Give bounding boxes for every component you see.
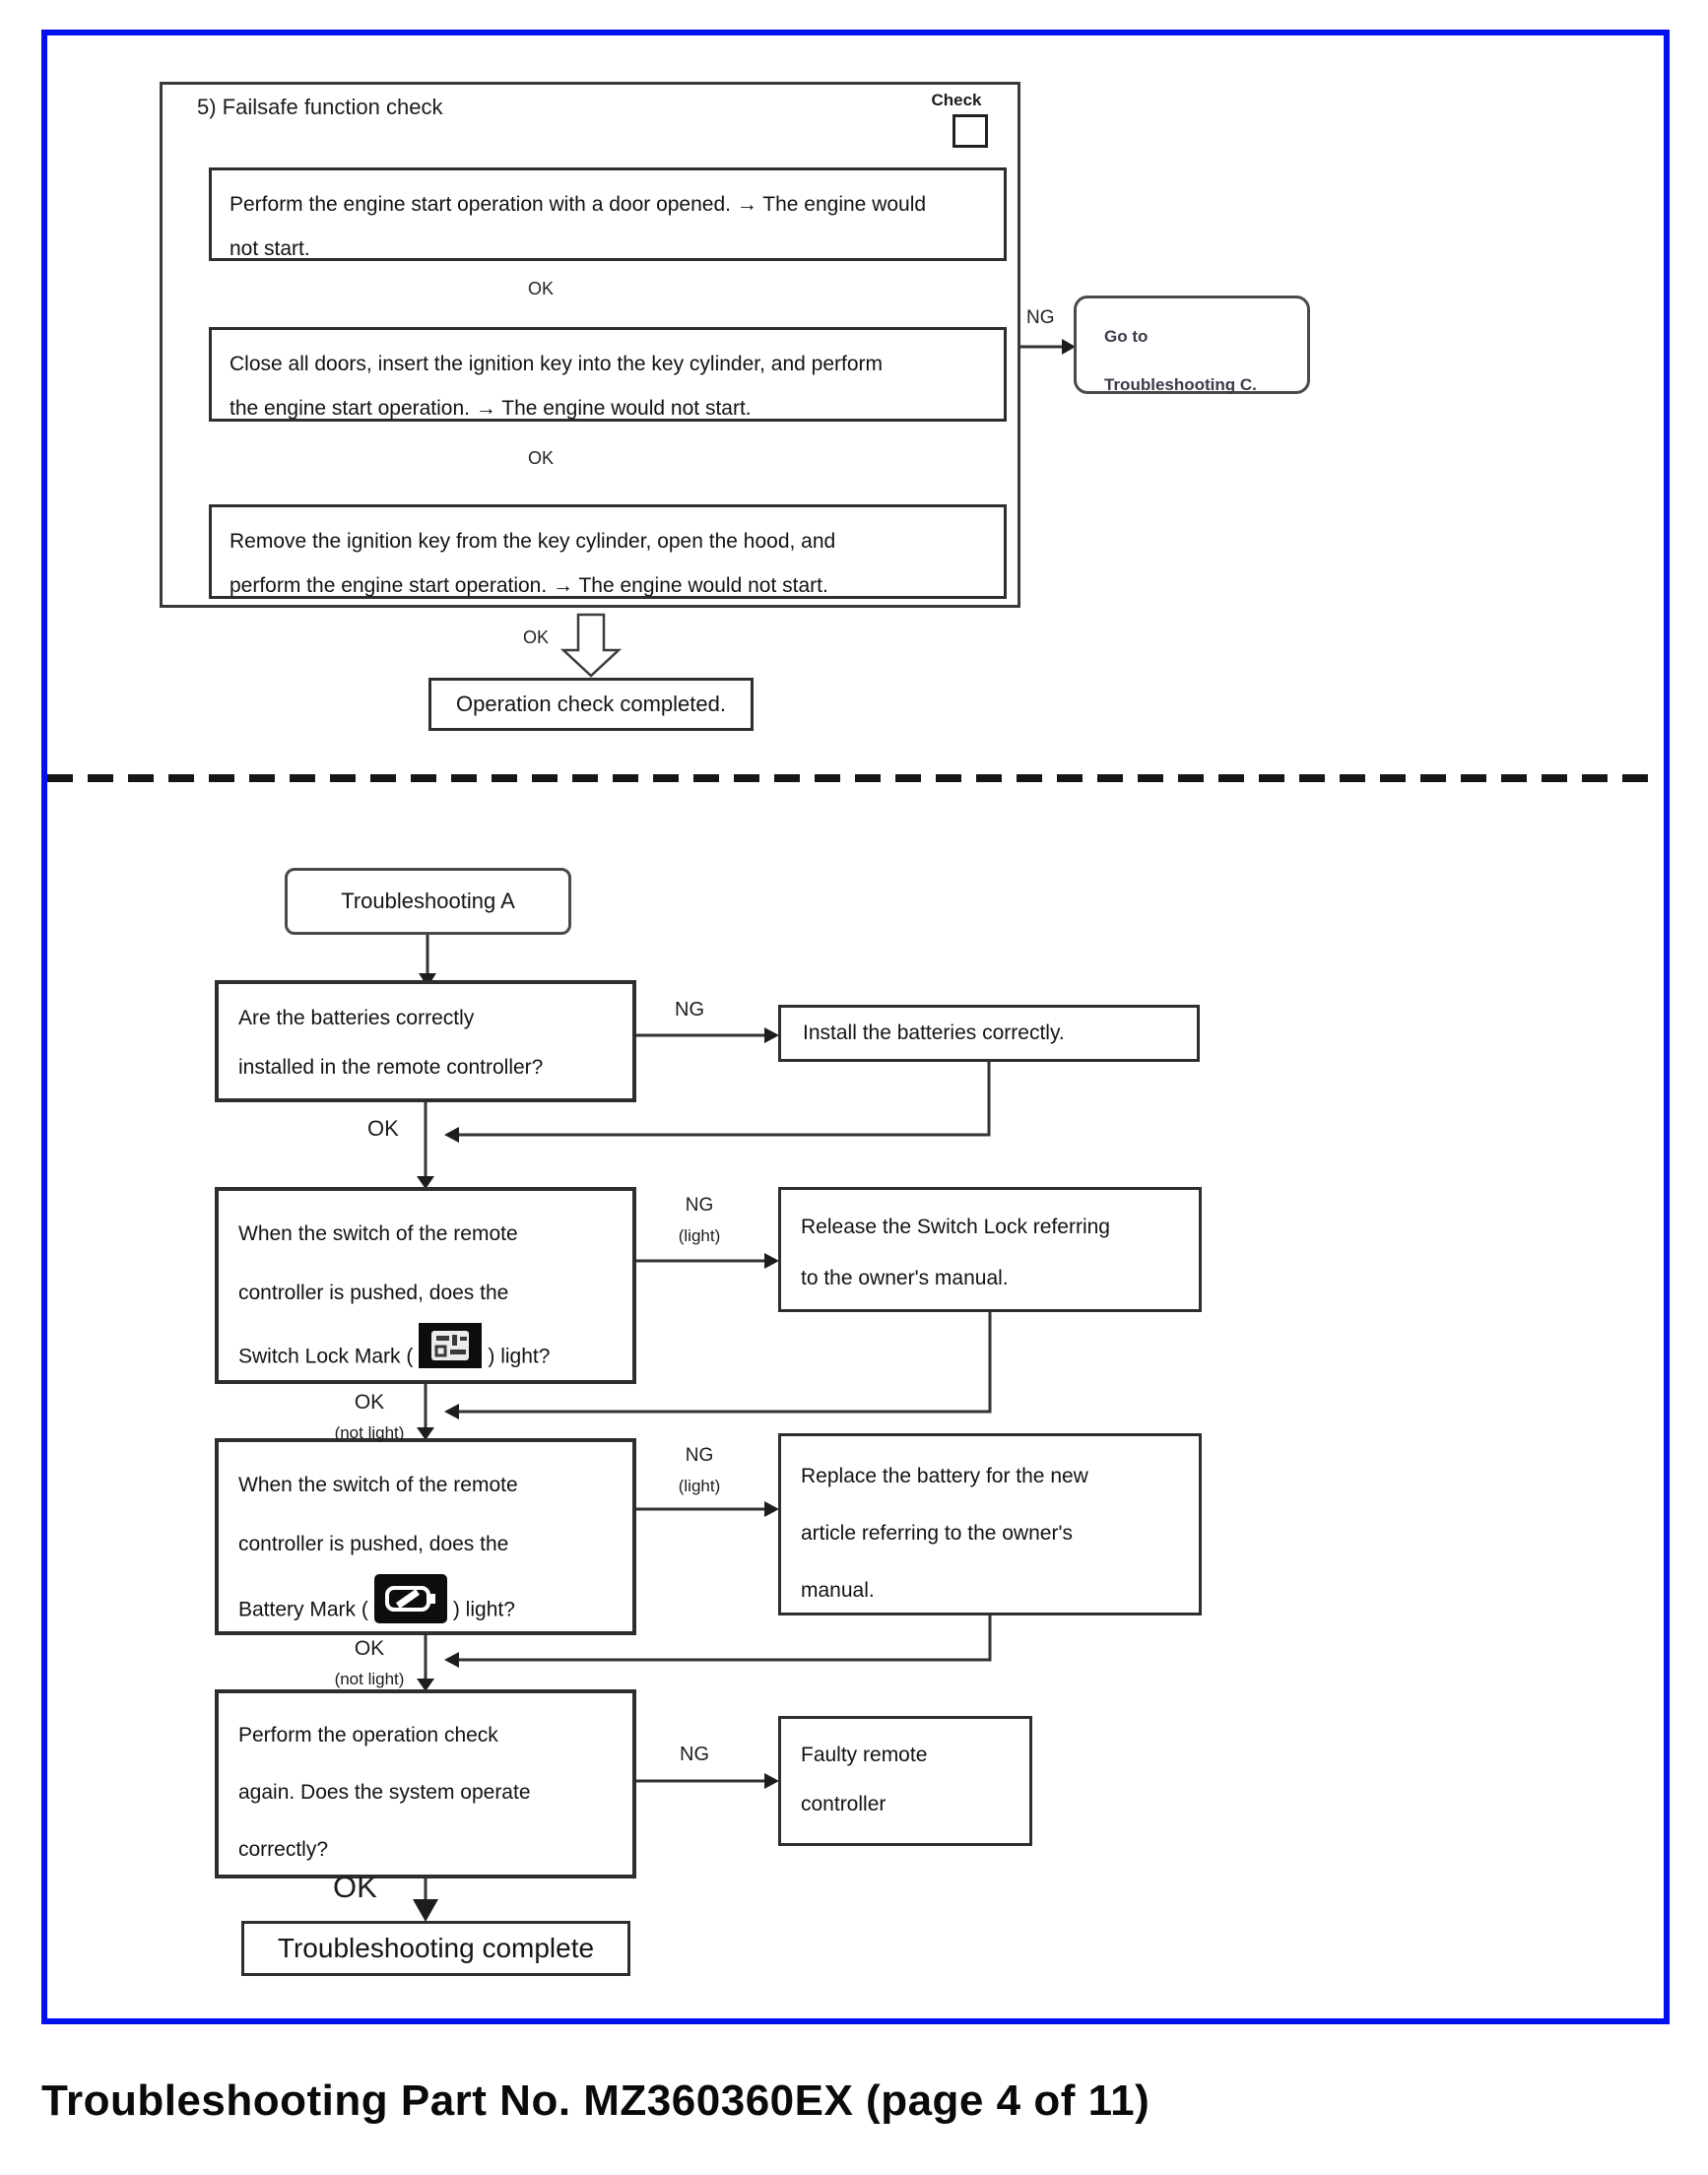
d3-ok-text: OK	[354, 1637, 385, 1660]
switch-lock-mark-icon	[419, 1323, 483, 1392]
decision-3-text-after: ) light?	[452, 1598, 515, 1621]
release-switch-lock-box: Release the Switch Lock referring to the…	[778, 1187, 1202, 1312]
d1-feedback-arrowhead	[444, 1127, 459, 1143]
failsafe-step-3-box: Remove the ignition key from the key cyl…	[209, 504, 1007, 599]
d1-ng-label: NG	[675, 999, 704, 1021]
faulty-remote-controller-text: Faulty remote controller	[801, 1744, 928, 1815]
d4-ng-arrowhead	[764, 1773, 779, 1789]
troubleshooting-complete-text: Troubleshooting complete	[277, 1933, 595, 1963]
decision-1-text: Are the batteries correctly installed in…	[238, 1007, 544, 1079]
d3-ng-label: NG (light)	[645, 1440, 754, 1501]
decision-2-box: When the switch of the remote controller…	[215, 1187, 636, 1384]
d3-ng-sub-text: (light)	[678, 1477, 721, 1495]
d2-ng-arrowhead	[764, 1253, 779, 1269]
failsafe-step-2-text: Close all doors, insert the ignition key…	[230, 353, 884, 420]
ok-label-2: OK	[527, 448, 554, 468]
decision-4-box: Perform the operation check again. Does …	[215, 1689, 636, 1878]
replace-battery-text: Replace the battery for the new article …	[801, 1465, 1088, 1602]
d1-ok-label: OK	[367, 1116, 399, 1141]
decision-2-text: When the switch of the remote controller…	[219, 1191, 632, 1406]
decision-3-text: When the switch of the remote controller…	[219, 1442, 632, 1661]
d2-ng-text: NG	[685, 1195, 714, 1216]
d2-ng-label: NG (light)	[645, 1190, 754, 1251]
failsafe-section-title: 5) Failsafe function check	[197, 95, 443, 119]
troubleshooting-a-start-box: Troubleshooting A	[285, 868, 571, 935]
ok-block-arrow-3	[559, 613, 623, 678]
troubleshooting-a-start-text: Troubleshooting A	[341, 889, 515, 913]
faulty-remote-controller-box: Faulty remote controller	[778, 1716, 1032, 1846]
dashed-divider	[47, 774, 1663, 782]
decision-3-box: When the switch of the remote controller…	[215, 1438, 636, 1635]
failsafe-step-2-box: Close all doors, insert the ignition key…	[209, 327, 1007, 422]
decision-1-box: Are the batteries correctly installed in…	[215, 980, 636, 1102]
failsafe-step-3-text: Remove the ignition key from the key cyl…	[230, 530, 836, 597]
d3-ok-label: OK (not light)	[310, 1633, 428, 1694]
d4-ok-label: OK	[333, 1870, 377, 1904]
d3-down-arrowhead	[417, 1679, 434, 1691]
d3-feedback-arrowhead	[444, 1652, 459, 1668]
decision-3-text-before: When the switch of the remote controller…	[238, 1474, 518, 1621]
decision-2-text-before: When the switch of the remote controller…	[238, 1222, 518, 1368]
failsafe-step-1-text: Perform the engine start operation with …	[230, 193, 927, 260]
d2-ok-text: OK	[354, 1391, 385, 1414]
replace-battery-box: Replace the battery for the new article …	[778, 1433, 1202, 1615]
d3-ng-arrowhead	[764, 1501, 779, 1517]
install-batteries-box: Install the batteries correctly.	[778, 1005, 1200, 1062]
d3-ng-text: NG	[685, 1445, 714, 1466]
d4-down-arrowhead	[413, 1899, 438, 1922]
d1-ng-arrowhead	[764, 1027, 779, 1043]
operation-check-completed-text: Operation check completed.	[456, 692, 726, 716]
decision-4-text: Perform the operation check again. Does …	[238, 1724, 531, 1861]
d2-feedback-arrowhead	[444, 1404, 459, 1419]
ok-label-1: OK	[527, 279, 554, 298]
install-batteries-text: Install the batteries correctly.	[803, 1022, 1065, 1044]
operation-check-completed-box: Operation check completed.	[428, 678, 754, 731]
d3-ok-sub-text: (not light)	[334, 1670, 405, 1688]
ng-label-failsafe: NG	[1026, 307, 1055, 328]
d1-feedback-line	[459, 1062, 991, 1137]
battery-mark-icon	[373, 1574, 447, 1647]
check-label: Check	[931, 91, 982, 109]
d2-ok-sub-text: (not light)	[334, 1423, 405, 1442]
release-switch-lock-text: Release the Switch Lock referring to the…	[801, 1216, 1110, 1289]
check-checkbox	[953, 114, 988, 148]
d4-ng-label: NG	[680, 1744, 709, 1765]
goto-troubleshooting-c-text: Go to Troubleshooting C.	[1104, 327, 1257, 394]
goto-troubleshooting-c-box: Go to Troubleshooting C.	[1074, 296, 1310, 394]
d3-feedback-line	[459, 1615, 992, 1662]
d2-feedback-line	[459, 1312, 992, 1414]
d1-down-arrowhead	[417, 1176, 434, 1189]
ok-label-3: OK	[522, 627, 549, 647]
failsafe-step-1-box: Perform the engine start operation with …	[209, 167, 1007, 261]
d2-ng-sub-text: (light)	[678, 1226, 721, 1245]
page-footer-title: Troubleshooting Part No. MZ360360EX (pag…	[41, 2076, 1150, 2125]
d2-down-arrowhead	[417, 1427, 434, 1440]
ng-arrowhead-failsafe	[1062, 339, 1076, 355]
troubleshooting-complete-box: Troubleshooting complete	[241, 1921, 630, 1976]
d2-ok-label: OK (not light)	[310, 1387, 428, 1448]
decision-2-text-after: ) light?	[488, 1345, 551, 1368]
